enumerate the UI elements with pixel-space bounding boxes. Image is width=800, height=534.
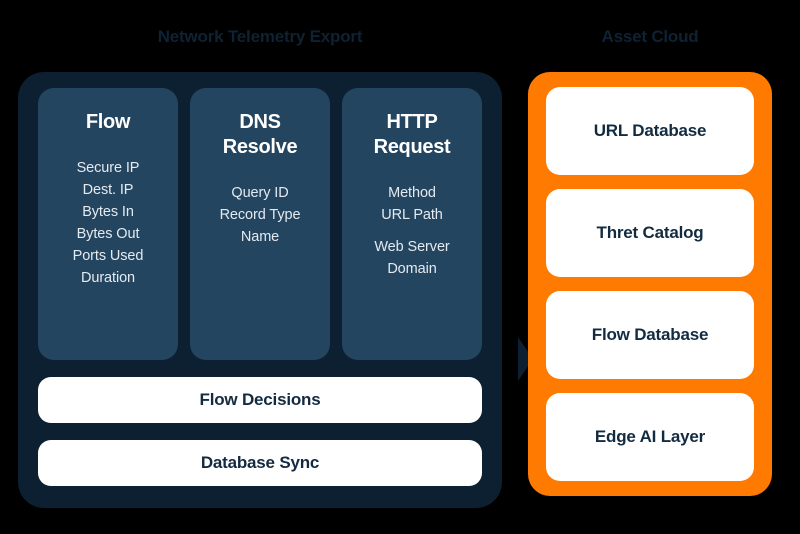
asset-card-thret-catalog[interactable]: Thret Catalog <box>546 189 754 277</box>
field-item: Record Type <box>219 206 301 223</box>
field-item: Bytes Out <box>76 225 140 242</box>
card-title-line-2: Resolve <box>222 135 298 158</box>
field-item: Dest. IP <box>82 181 134 198</box>
field-list: Query ID Record Type Name <box>198 182 322 248</box>
card-title: Flow <box>85 111 131 133</box>
card-title-line-1: DNS <box>239 111 281 133</box>
telemetry-card-flow[interactable]: Flow Secure IP Dest. IP Bytes In Bytes O… <box>38 88 178 360</box>
field-item: Name <box>240 228 280 245</box>
telemetry-card-group: Flow Secure IP Dest. IP Bytes In Bytes O… <box>38 88 482 360</box>
telemetry-section-title: Network Telemetry Export <box>157 27 363 46</box>
field-item: Method <box>388 184 436 201</box>
telemetry-card-dns-resolve[interactable]: DNS Resolve Query ID Record Type Name <box>190 88 330 360</box>
asset-card-url-database[interactable]: URL Database <box>546 87 754 175</box>
card-title: DNS Resolve <box>198 110 322 160</box>
field-list: Method URL Path Web Server Domain <box>350 182 474 280</box>
pill-database-sync[interactable]: Database Sync <box>38 440 482 486</box>
asset-cloud-section-title: Asset Cloud <box>601 27 699 46</box>
card-title-line-2: Request <box>373 135 451 158</box>
pill-flow-decisions[interactable]: Flow Decisions <box>38 377 482 423</box>
asset-card-edge-ai-layer[interactable]: Edge AI Layer <box>546 393 754 481</box>
card-title: HTTP Request <box>350 110 474 160</box>
field-item: Query ID <box>231 184 289 201</box>
field-item: Duration <box>80 269 135 286</box>
telemetry-card-http-request[interactable]: HTTP Request Method URL Path Web Server … <box>342 88 482 360</box>
field-item: Domain <box>387 260 437 277</box>
card-title-line-1: HTTP <box>386 111 438 133</box>
field-item: Bytes In <box>82 203 134 220</box>
asset-card-flow-database[interactable]: Flow Database <box>546 291 754 379</box>
field-list: Secure IP Dest. IP Bytes In Bytes Out Po… <box>46 157 170 289</box>
field-item: Ports Used <box>72 247 144 264</box>
asset-card-group: URL Database Thret Catalog Flow Database… <box>546 87 754 481</box>
field-item: Web Server <box>374 238 450 255</box>
field-item: Secure IP <box>76 159 140 176</box>
field-item: URL Path <box>381 206 443 223</box>
